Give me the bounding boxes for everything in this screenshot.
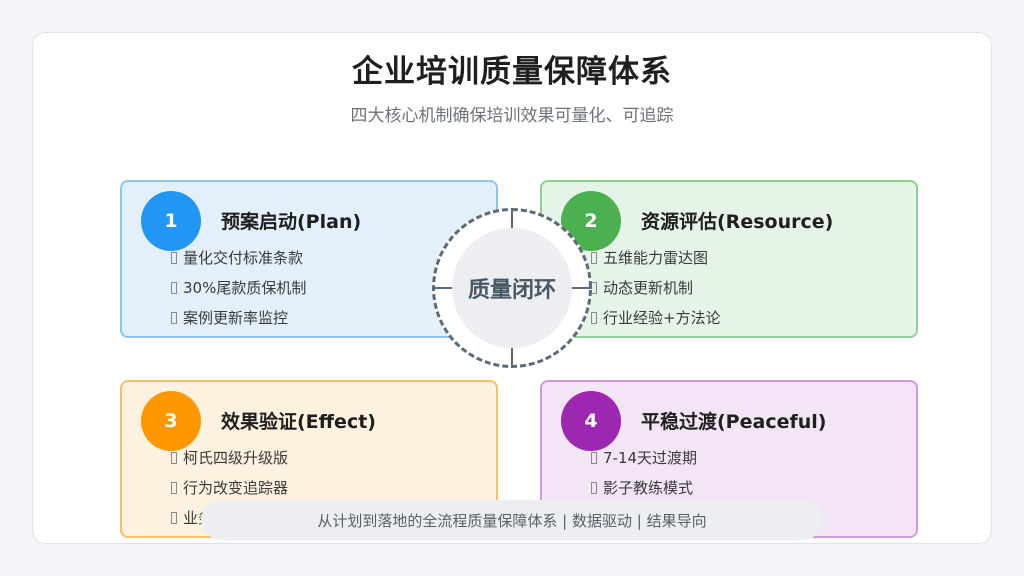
bullet-icon (591, 482, 597, 494)
center-label: 质量闭环 (452, 228, 572, 348)
ring-tick-bottom (511, 348, 513, 368)
list-item: 影子教练模式 (591, 478, 697, 508)
quadrant-list-resource: 五维能力雷达图 动态更新机制 行业经验+方法论 (591, 248, 721, 338)
ring-tick-right (572, 287, 592, 289)
list-item: 五维能力雷达图 (591, 248, 721, 278)
list-item: 动态更新机制 (591, 278, 721, 308)
bullet-icon (171, 452, 177, 464)
quadrant-title-effect: 效果验证(Effect) (221, 411, 376, 433)
quadrant-title-peaceful: 平稳过渡(Peaceful) (641, 411, 827, 433)
list-item: 行为改变追踪器 (171, 478, 288, 508)
list-item: 柯氏四级升级版 (171, 448, 288, 478)
page-subtitle: 四大核心机制确保培训效果可量化、可追踪 (350, 106, 674, 126)
bullet-icon (591, 312, 597, 324)
step-badge-1: 1 (141, 191, 201, 251)
bullet-icon (171, 512, 177, 524)
quadrant-title-resource: 资源评估(Resource) (641, 211, 834, 233)
step-badge-3: 3 (141, 391, 201, 451)
footer-banner: 从计划到落地的全流程质量保障体系 | 数据驱动 | 结果导向 (201, 500, 823, 540)
ring-tick-left (432, 287, 452, 289)
bullet-icon (591, 252, 597, 264)
bullet-icon (171, 312, 177, 324)
bullet-icon (591, 452, 597, 464)
bullet-icon (171, 482, 177, 494)
list-item: 案例更新率监控 (171, 308, 306, 338)
list-item: 7-14天过渡期 (591, 448, 697, 478)
quadrant-plan: 1 预案启动(Plan) 量化交付标准条款 30%尾款质保机制 案例更新率监控 (120, 180, 498, 338)
quadrant-list-plan: 量化交付标准条款 30%尾款质保机制 案例更新率监控 (171, 248, 306, 338)
bullet-icon (171, 282, 177, 294)
step-badge-4: 4 (561, 391, 621, 451)
bullet-icon (171, 252, 177, 264)
list-item: 30%尾款质保机制 (171, 278, 306, 308)
quadrant-title-plan: 预案启动(Plan) (221, 211, 362, 233)
list-item: 行业经验+方法论 (591, 308, 721, 338)
page-title: 企业培训质量保障体系 (352, 54, 672, 90)
list-item: 量化交付标准条款 (171, 248, 306, 278)
quadrant-list-peaceful: 7-14天过渡期 影子教练模式 (591, 448, 697, 508)
quadrant-resource: 2 资源评估(Resource) 五维能力雷达图 动态更新机制 行业经验+方法论 (540, 180, 918, 338)
ring-tick-top (511, 208, 513, 228)
